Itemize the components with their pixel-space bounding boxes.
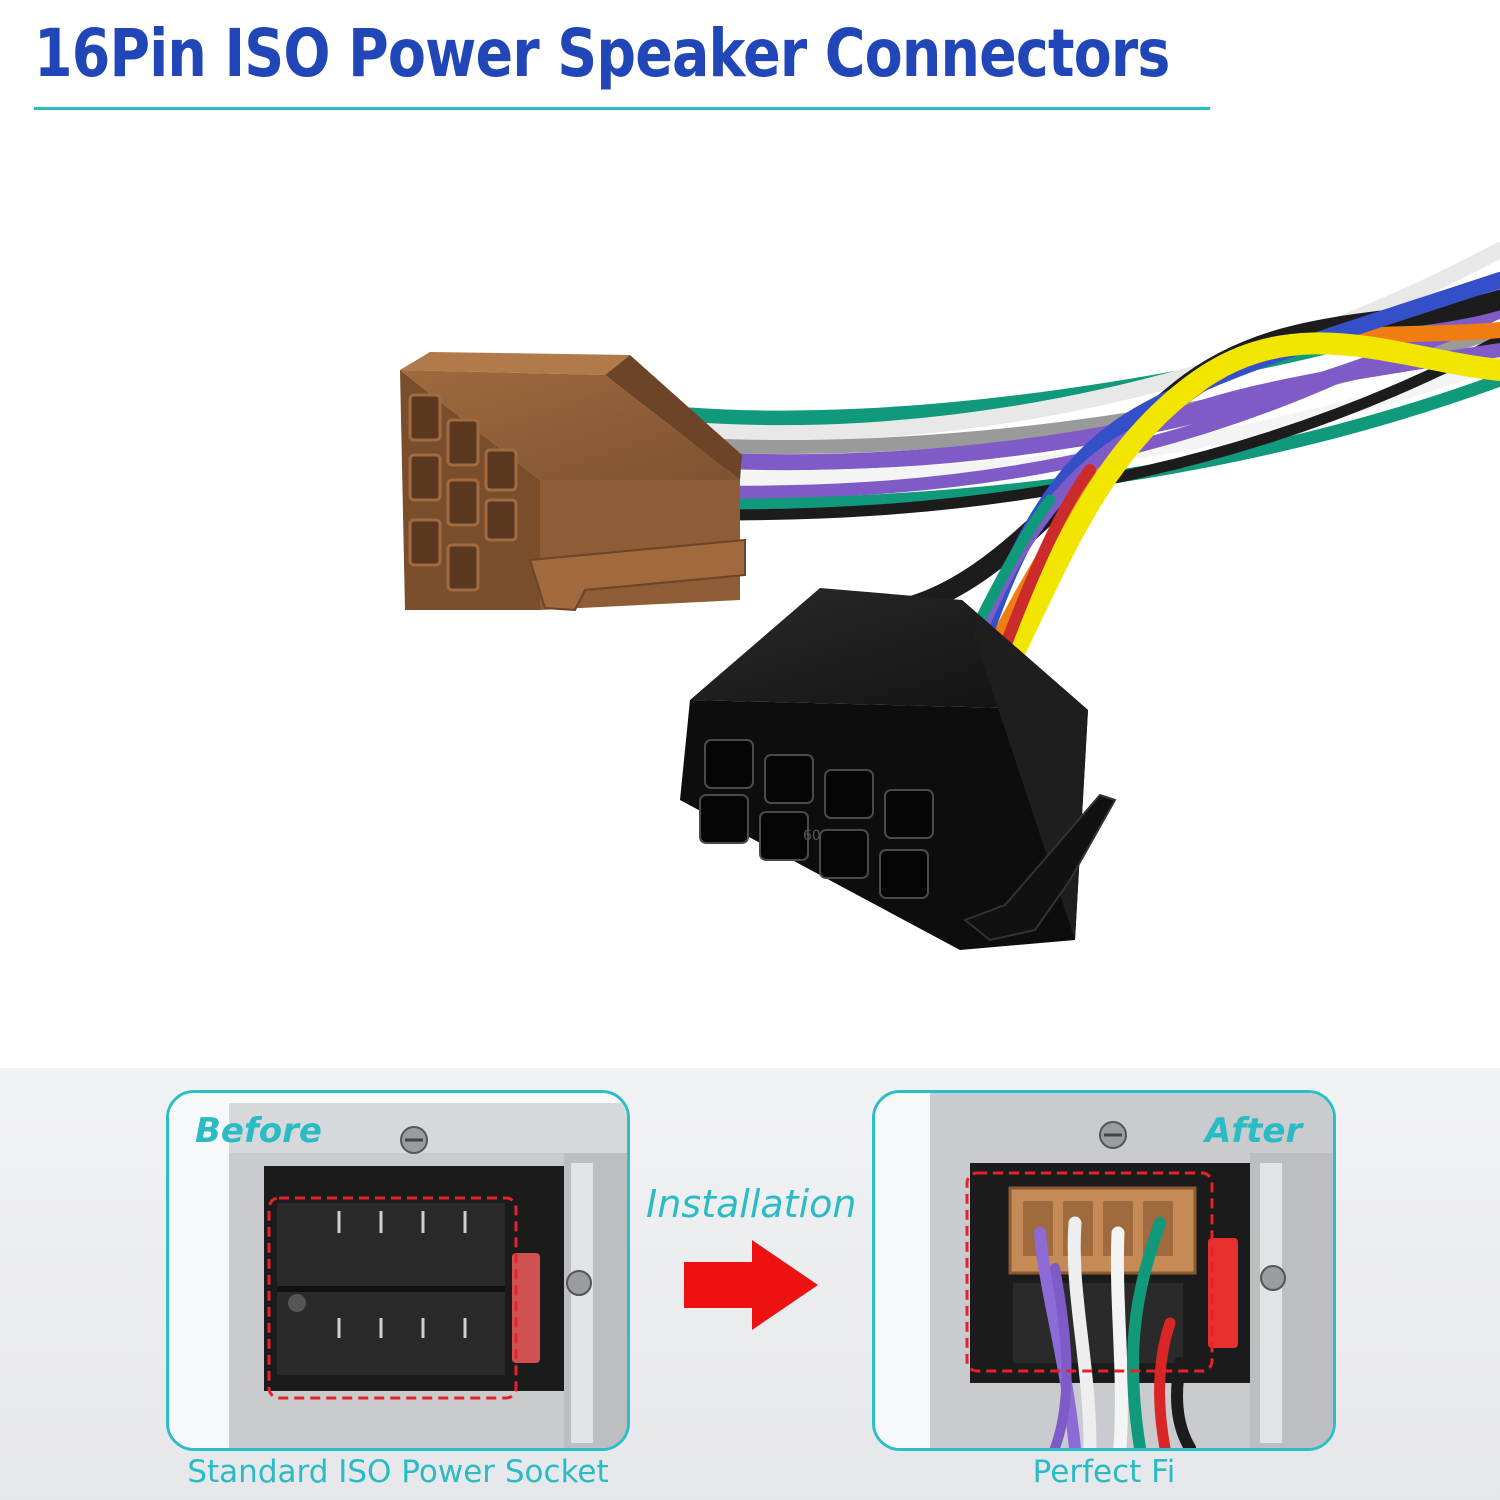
before-photo-card: Before	[166, 1090, 630, 1451]
page-title: 16Pin ISO Power Speaker Connectors	[34, 15, 1170, 92]
iso-power-connector: 60	[680, 588, 1117, 950]
wire-bundle-black	[885, 272, 1500, 671]
after-tag: After	[1205, 1111, 1303, 1151]
wire-bundle-brown	[682, 242, 1500, 521]
installation-comparison: Before Standard ISO Power Socket Install…	[0, 1068, 1500, 1500]
after-photo-card: After	[872, 1090, 1336, 1451]
before-caption: Standard ISO Power Socket	[187, 1454, 609, 1490]
installation-label: Installation	[646, 1182, 857, 1226]
installed-connector-illustration	[875, 1093, 1333, 1448]
title-underline	[34, 107, 1210, 110]
after-caption: Perfect Fi	[1032, 1454, 1176, 1490]
iso-speaker-connector	[400, 352, 746, 612]
empty-socket-illustration	[169, 1093, 627, 1448]
connector-marking: 60	[803, 828, 821, 844]
before-tag: Before	[195, 1111, 322, 1151]
arrow-right-icon	[684, 1240, 818, 1330]
product-illustration: 60	[400, 242, 1500, 950]
